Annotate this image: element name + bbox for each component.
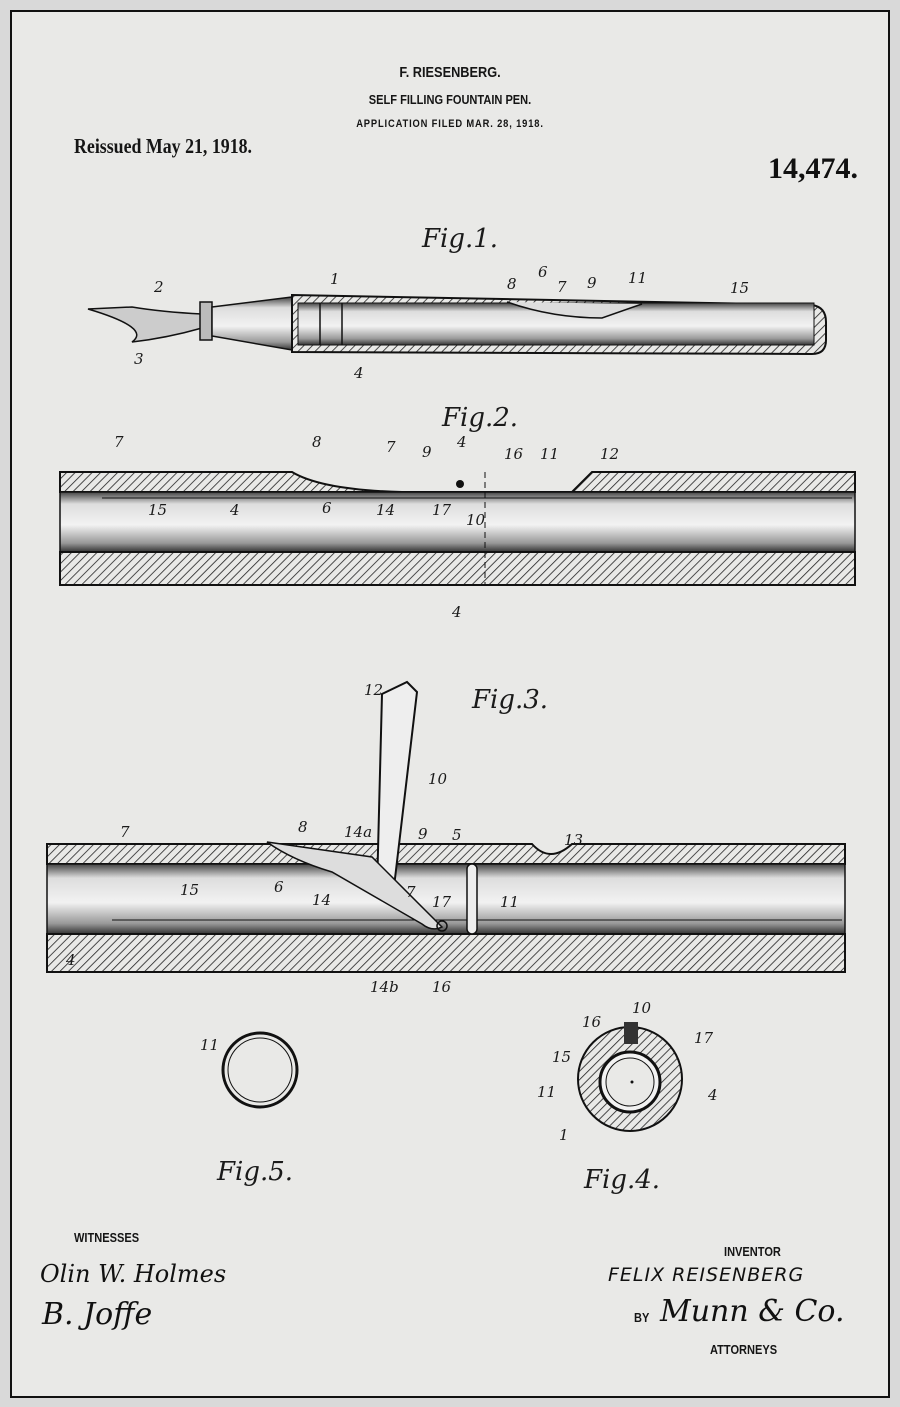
reference-numeral: 11	[500, 893, 519, 911]
reference-numeral: 16	[432, 978, 452, 996]
figure-4-title: Fig.4.	[583, 1165, 660, 1195]
reference-numeral: 3	[134, 350, 144, 368]
reference-numeral: 11	[537, 1083, 556, 1101]
reference-numeral: 15	[552, 1048, 571, 1066]
figure-2-title: Fig.2.	[441, 403, 518, 433]
figure-5-title: Fig.5.	[216, 1157, 293, 1187]
attorney-signature: Munn & Co.	[660, 1294, 845, 1329]
reference-numeral: 9	[418, 825, 428, 843]
reference-numeral: 7	[557, 278, 567, 296]
reference-numeral: 8	[507, 275, 517, 293]
by-label: BY	[634, 1310, 650, 1325]
witness-signature-2: B. Joffe	[42, 1297, 153, 1332]
witness-signature-1: Olin W. Holmes	[40, 1260, 227, 1288]
figure-5	[221, 1031, 299, 1109]
reference-numeral: 17	[432, 501, 452, 519]
reference-numeral: 7	[386, 438, 396, 456]
reference-numeral: 11	[628, 269, 647, 287]
reference-numeral: 1	[330, 270, 340, 288]
reference-numeral: 6	[538, 263, 548, 281]
reference-numeral: 4	[456, 433, 467, 451]
reference-numeral: 10	[428, 770, 448, 788]
reference-numeral: 6	[274, 878, 284, 896]
figure-4	[577, 1022, 683, 1132]
reference-numeral: 7	[406, 883, 416, 901]
patent-sheet: F. RIESENBERG. SELF FILLING FOUNTAIN PEN…	[10, 10, 890, 1398]
reference-numeral: 4	[229, 501, 240, 519]
attorneys-label: ATTORNEYS	[710, 1342, 778, 1357]
reference-numeral: 16	[582, 1013, 602, 1031]
reference-numeral: 13	[564, 831, 583, 849]
application-filed: APPLICATION FILED MAR. 28, 1918.	[356, 118, 544, 130]
reference-numeral: 2	[153, 278, 164, 296]
figure-3-title: Fig.3.	[471, 685, 548, 715]
reference-numeral: 7	[114, 433, 124, 451]
reference-numeral: 6	[322, 499, 332, 517]
reference-numeral: 4	[353, 364, 364, 382]
patent-number: 14,474.	[768, 152, 858, 185]
reference-numeral: 11	[540, 445, 559, 463]
reference-numeral: 15	[730, 279, 749, 297]
reference-numeral: 5	[452, 826, 462, 844]
reference-numeral: 17	[432, 893, 452, 911]
reference-numeral: 4	[65, 951, 76, 969]
reference-numeral: 15	[180, 881, 199, 899]
reference-numeral: 14	[376, 501, 395, 519]
inventor-name: FELIX REISENBERG	[608, 1264, 805, 1286]
reference-numeral: 16	[504, 445, 524, 463]
reference-numeral: 7	[120, 823, 130, 841]
patent-title: SELF FILLING FOUNTAIN PEN.	[368, 92, 532, 107]
inventor-short-name: F. RIESENBERG.	[399, 64, 501, 81]
figure-1	[87, 293, 827, 356]
reference-numeral: 8	[312, 433, 322, 451]
reference-numeral: 8	[298, 818, 308, 836]
figure-3	[46, 680, 846, 973]
reference-numeral: 4	[451, 603, 462, 621]
reference-numeral: 14	[312, 891, 331, 909]
reissue-date: Reissued May 21, 1918.	[74, 134, 253, 158]
reference-numeral: 10	[632, 999, 652, 1017]
reference-numeral: 14b	[370, 978, 399, 996]
reference-numeral: 17	[694, 1029, 714, 1047]
reference-numeral: 4	[707, 1086, 718, 1104]
reference-numeral: 11	[200, 1036, 219, 1054]
reference-numeral: 10	[466, 511, 486, 529]
witnesses-label: WITNESSES	[74, 1230, 140, 1245]
reference-numeral: 14a	[344, 823, 372, 841]
reference-numeral: 9	[587, 274, 597, 292]
reference-numeral: 9	[422, 443, 432, 461]
figure-2	[59, 471, 856, 586]
reference-numeral: 12	[600, 445, 619, 463]
inventor-label: INVENTOR	[724, 1244, 781, 1259]
reference-numeral: 12	[364, 681, 383, 699]
reference-numeral: 15	[148, 501, 167, 519]
reference-numeral: 1	[559, 1126, 569, 1144]
figure-1-title: Fig.1.	[421, 224, 498, 254]
